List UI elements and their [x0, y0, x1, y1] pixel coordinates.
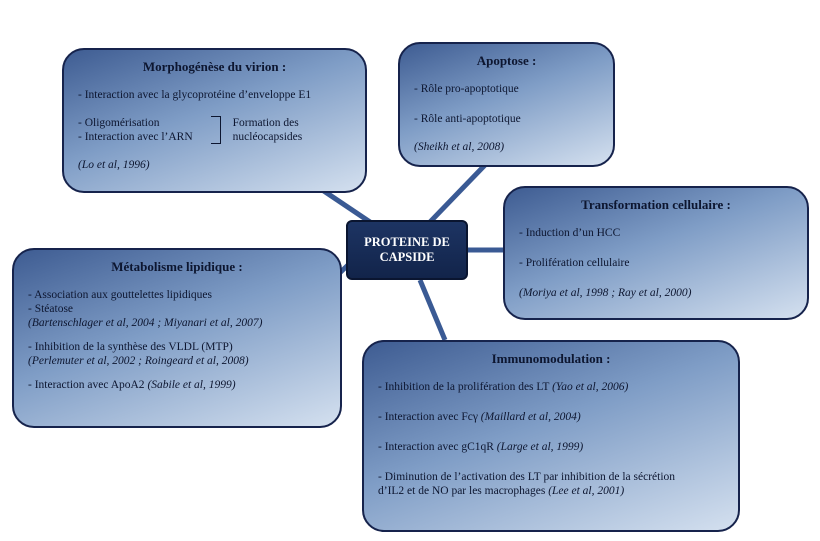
immuno-item: d’IL2 et de NO par les macrophages	[378, 485, 549, 497]
nucleocapsid-group: - Oligomérisation - Interaction avec l’A…	[78, 116, 351, 144]
metabolisme-item: - Association aux gouttelettes lipidique…	[28, 289, 212, 301]
metabolisme-ref: (Sabile et al, 1999)	[147, 379, 236, 391]
morphogenese-item: - Oligomérisation	[78, 117, 160, 129]
nucleocapsid-label: nucléocapsides	[232, 131, 303, 143]
immuno-item: - Interaction avec Fcγ	[378, 411, 481, 423]
apoptose-item: - Rôle anti-apoptotique	[414, 113, 521, 125]
morphogenese-box: Morphogénèse du virion : - Interaction a…	[62, 48, 367, 193]
immuno-ref: (Maillard et al, 2004)	[480, 411, 581, 423]
metabolisme-title: Métabolisme lipidique :	[111, 259, 243, 274]
metabolisme-ref: (Perlemuter et al, 2002 ; Roingeard et a…	[28, 355, 249, 367]
apoptose-title: Apoptose :	[476, 53, 537, 68]
transformation-box: Transformation cellulaire : - Induction …	[503, 186, 809, 320]
brace	[210, 116, 221, 144]
metabolisme-item: - Stéatose	[28, 303, 74, 315]
metabolisme-box: Métabolisme lipidique : - Association au…	[12, 248, 342, 428]
transformation-title: Transformation cellulaire :	[581, 197, 731, 212]
morphogenese-title: Morphogénèse du virion :	[142, 59, 287, 74]
immuno-item: - Inhibition de la prolifération des LT	[378, 381, 553, 393]
metabolisme-item: - Interaction avec ApoA2	[28, 379, 148, 391]
metabolisme-ref: (Bartenschlager et al, 2004 ; Miyanari e…	[28, 317, 263, 329]
nucleocapsid-label: Formation des	[232, 117, 299, 129]
transformation-ref: (Moriya et al, 1998 ; Ray et al, 2000)	[519, 287, 692, 299]
immuno-ref: (Large et al, 1999)	[496, 441, 584, 453]
immuno-item-row: d’IL2 et de NO par les macrophages (Lee …	[378, 484, 724, 498]
immuno-ref: (Yao et al, 2006)	[552, 381, 629, 393]
immuno-item: - Interaction avec gC1qR	[378, 441, 497, 453]
link-immuno	[417, 279, 448, 341]
immuno-item-row: - Interaction avec Fcγ (Maillard et al, …	[378, 410, 724, 424]
immuno-ref: (Lee et al, 2001)	[548, 485, 625, 497]
immuno-item-row: - Interaction avec gC1qR (Large et al, 1…	[378, 440, 724, 454]
morphogenese-item: - Interaction avec la glycoprotéine d’en…	[78, 89, 312, 101]
transformation-item: - Induction d’un HCC	[519, 227, 621, 239]
immunomodulation-box: Immunomodulation : - Inhibition de la pr…	[362, 340, 740, 532]
metabolisme-item-row: - Interaction avec ApoA2 (Sabile et al, …	[28, 378, 326, 392]
immunomodulation-title: Immunomodulation :	[491, 351, 611, 366]
apoptose-item: - Rôle pro-apoptotique	[414, 83, 519, 95]
metabolisme-item: - Inhibition de la synthèse des VLDL (MT…	[28, 341, 233, 353]
apoptose-ref: (Sheikh et al, 2008)	[414, 141, 505, 153]
immuno-item-row: - Inhibition de la prolifération des LT …	[378, 380, 724, 394]
transformation-item: - Prolifération cellulaire	[519, 257, 630, 269]
link-apoptose	[428, 163, 487, 224]
morphogenese-item: - Interaction avec l’ARN	[78, 131, 193, 143]
central-node: PROTEINE DE CAPSIDE	[346, 220, 468, 280]
apoptose-box: Apoptose : - Rôle pro-apoptotique - Rôle…	[398, 42, 615, 167]
immuno-item: - Diminution de l’activation des LT par …	[378, 471, 676, 483]
morphogenese-ref: (Lo et al, 1996)	[78, 159, 150, 171]
